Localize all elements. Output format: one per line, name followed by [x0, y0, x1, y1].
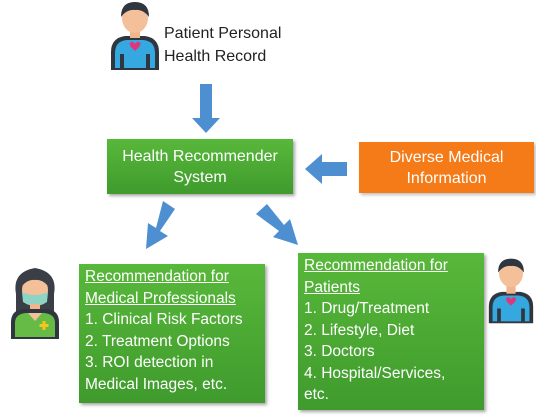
diverse-medical-information-box: Diverse Medical Information — [359, 142, 534, 193]
recommender-line1: Health Recommender — [122, 147, 278, 165]
patients-item: 1. Drug/Treatment — [304, 300, 430, 317]
patient-icon — [111, 2, 159, 70]
patients-item: 2. Lifestyle, Diet — [304, 321, 415, 339]
arrow-recommender-to-professionals — [146, 201, 175, 249]
professionals-heading-line2: Medical Professionals — [85, 289, 236, 307]
professionals-item: 1. Clinical Risk Factors — [85, 311, 243, 328]
patients-recommendation-box: Recommendation for Patients 1. Drug/Trea… — [298, 253, 484, 410]
patients-item: 4. Hospital/Services, — [304, 364, 446, 382]
diverse-line1: Diverse Medical — [389, 148, 504, 166]
medical-professional-icon — [11, 268, 59, 339]
professionals-item: 2. Treatment Options — [85, 332, 230, 350]
professionals-item: Medical Images, etc. — [85, 375, 228, 393]
arrow-record-to-recommender — [192, 84, 220, 133]
patient-icon — [488, 258, 534, 324]
patient-record-line2: Health Record — [164, 48, 267, 65]
patients-heading-line2: Patients — [304, 278, 361, 296]
patients-item: 3. Doctors — [304, 343, 375, 360]
professionals-recommendation-box: Recommendation for Medical Professionals… — [79, 264, 265, 403]
arrow-recommender-to-patients — [256, 204, 298, 245]
professionals-item: 3. ROI detection in — [85, 354, 214, 371]
patient-record-line1: Patient Personal — [164, 25, 282, 42]
patients-item: etc. — [304, 386, 329, 403]
professionals-heading-line1: Recommendation for — [85, 268, 229, 285]
patient-record-label: Patient Personal Health Record — [164, 22, 281, 68]
patients-heading-line1: Recommendation for — [304, 257, 448, 274]
recommender-line2: System — [173, 168, 227, 186]
recommender-system-box: Health Recommender System — [107, 139, 293, 194]
diverse-line2: Information — [406, 169, 487, 187]
arrow-diverse-to-recommender — [305, 154, 347, 184]
